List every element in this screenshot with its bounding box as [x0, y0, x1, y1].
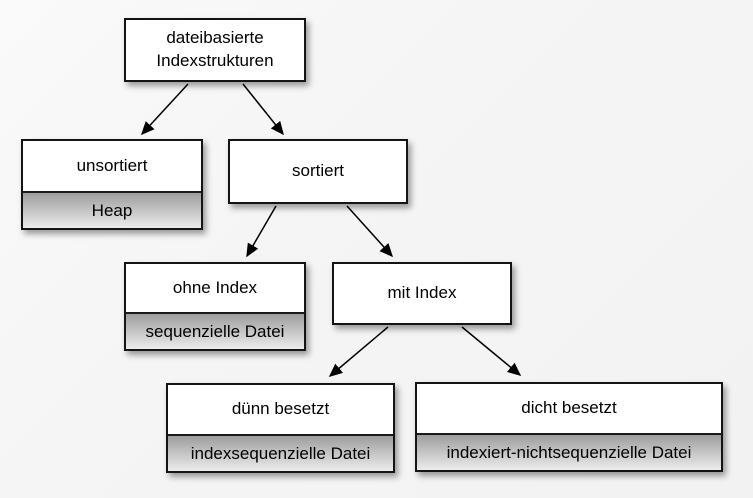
edge-sortiert-ohne-index — [246, 205, 277, 258]
node-unsortiert-label: unsortiert — [76, 155, 148, 175]
edge-mit-index-duenn-besetzt — [328, 326, 389, 377]
node-ohne-index-sublabel: sequenzielle Datei — [126, 312, 304, 349]
edge-root-unsortiert — [140, 83, 189, 136]
node-mit-index: mit Index — [332, 262, 512, 325]
edge-root-sortiert — [242, 83, 284, 136]
node-dicht-besetzt-label: dicht besetzt — [521, 398, 617, 418]
node-sortiert: sortiert — [228, 139, 408, 204]
node-duenn-besetzt-label: dünn besetzt — [231, 399, 330, 419]
node-dicht-besetzt: dicht besetzt indexiert-nichtsequenziell… — [415, 382, 723, 472]
node-root: dateibasierte Indexstrukturen — [124, 18, 306, 82]
edge-sortiert-mit-index — [346, 205, 394, 258]
node-unsortiert-sublabel: Heap — [23, 191, 201, 228]
node-ohne-index: ohne Index sequenzielle Datei — [124, 262, 306, 351]
node-sortiert-label: sortiert — [292, 161, 344, 181]
node-duenn-besetzt: dünn besetzt indexsequenzielle Datei — [166, 383, 395, 473]
node-root-label: dateibasierte Indexstrukturen — [156, 28, 274, 70]
node-dicht-besetzt-sublabel: indexiert-nichtsequenzielle Datei — [417, 433, 721, 470]
node-mit-index-label: mit Index — [387, 283, 457, 303]
node-duenn-besetzt-sublabel: indexsequenzielle Datei — [168, 434, 393, 471]
node-unsortiert: unsortiert Heap — [21, 139, 203, 230]
node-ohne-index-label: ohne Index — [172, 277, 258, 297]
edge-mit-index-dicht-besetzt — [461, 326, 522, 376]
